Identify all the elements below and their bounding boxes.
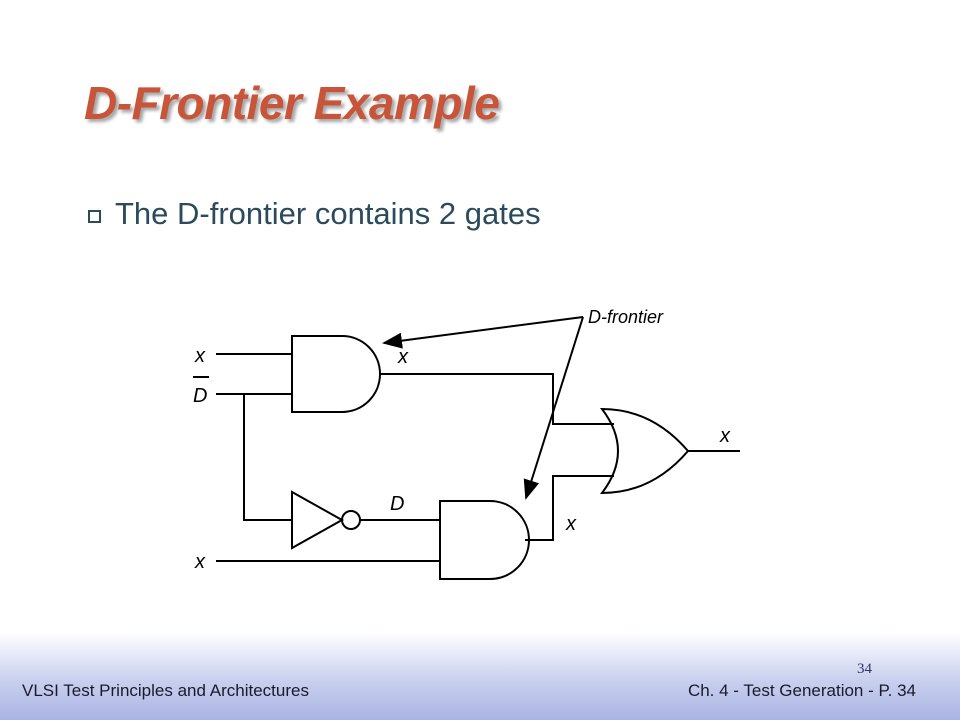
or-gate <box>599 407 690 495</box>
label-and2-output: x <box>565 513 577 535</box>
footer-chapter-page: Ch. 4 - Test Generation - P. 34 <box>687 681 916 700</box>
wire-and1-output <box>380 373 614 425</box>
label-d-frontier: D-frontier <box>588 307 664 327</box>
and-gate-1 <box>291 335 381 413</box>
square-bullet-icon <box>88 209 101 223</box>
footer-course-title: VLSI Test Principles and Architectures <box>22 681 309 700</box>
slide-title: D-Frontier Example <box>84 77 500 129</box>
bullet-text: The D-frontier contains 2 gates <box>115 196 541 231</box>
wire-d-bar-branch <box>243 394 292 521</box>
label-and1-output: x <box>397 346 409 368</box>
and-gate-2 <box>439 500 530 580</box>
label-input-d-bar: D <box>193 385 207 407</box>
not-gate <box>291 490 345 550</box>
not-gate-bubble <box>341 510 361 530</box>
label-or-output: x <box>719 425 731 447</box>
wire-and2-output <box>525 475 614 541</box>
page-number: 34 <box>857 661 872 677</box>
label-not-output: D <box>390 493 404 515</box>
bullet-item: The D-frontier contains 2 gates <box>88 196 541 232</box>
label-input-x-bottom: x <box>194 551 206 573</box>
d-frontier-arrow-1 <box>382 316 584 349</box>
d-frontier-arrow-2 <box>523 316 584 500</box>
label-input-x-top: x <box>194 345 206 367</box>
footer-band <box>0 632 960 720</box>
